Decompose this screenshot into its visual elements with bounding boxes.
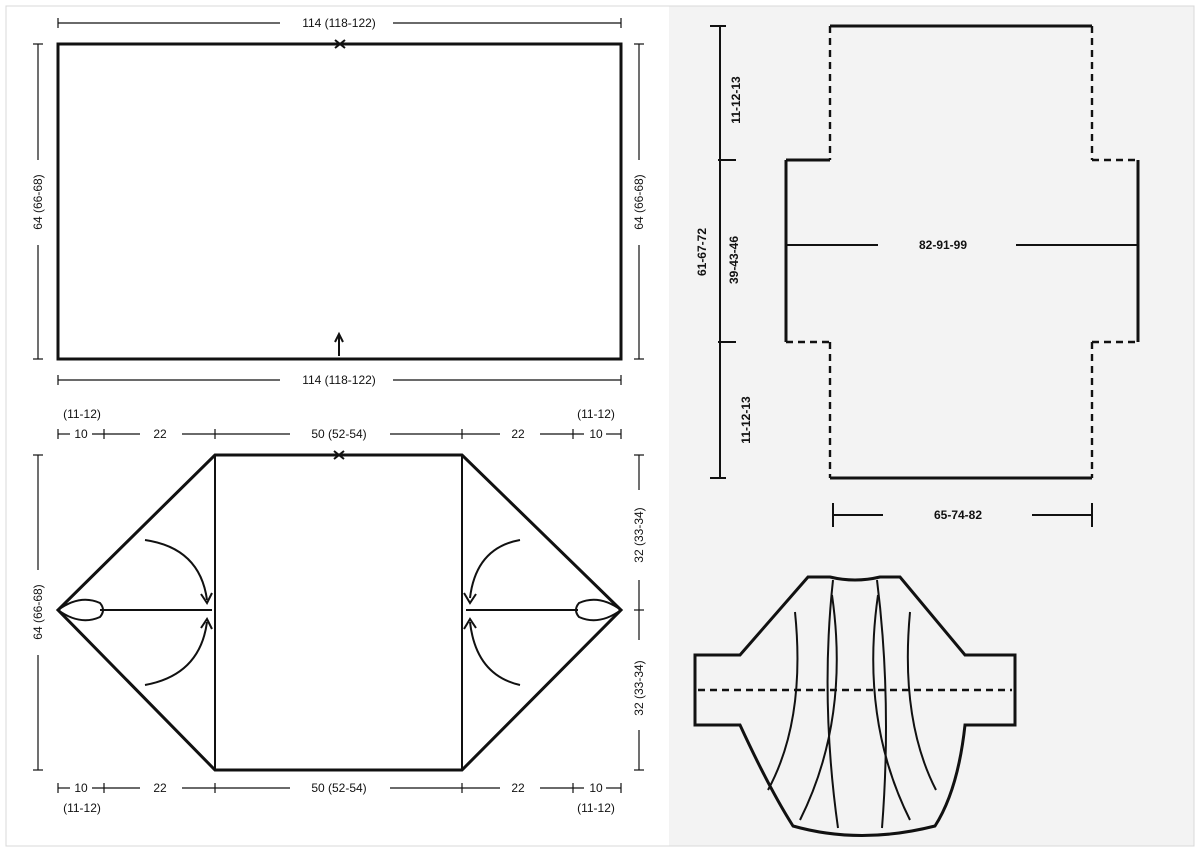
bottom-seg2-label: 22 bbox=[153, 781, 167, 795]
top-alt-right-label: (11-12) bbox=[577, 407, 615, 421]
lower-sleeve-label: 11-12-13 bbox=[739, 396, 753, 444]
right-panel-background bbox=[669, 6, 1194, 846]
top-seg3-label: 50 (52-54) bbox=[311, 427, 366, 441]
bottom-width-label-c: 65-74-82 bbox=[934, 508, 982, 522]
bottom-width-label: 114 (118-122) bbox=[302, 373, 376, 387]
hexagon-top-mark bbox=[333, 450, 345, 460]
right-upper-label: 32 (33-34) bbox=[632, 507, 646, 562]
left-height-label: 64 (66-68) bbox=[31, 174, 45, 229]
bottom-seg3-label: 50 (52-54) bbox=[311, 781, 366, 795]
bottom-seg4-label: 22 bbox=[511, 781, 525, 795]
bottom-seg1-label: 10 bbox=[74, 781, 88, 795]
panel-hexagon: (11-12) (11-12) 10 22 50 (52-54) 22 10 bbox=[31, 407, 646, 815]
curved-arrow-icon bbox=[469, 539, 521, 599]
garment-sketch bbox=[693, 575, 1017, 837]
span-width-label: 82-91-99 bbox=[919, 238, 967, 252]
panel-rectangle: 114 (118-122) 114 (118-122) 64 (66-68) 6… bbox=[31, 16, 646, 387]
right-height-label: 64 (66-68) bbox=[632, 174, 646, 229]
total-height-label: 61-67-72 bbox=[695, 228, 709, 276]
top-seg4-label: 22 bbox=[511, 427, 525, 441]
bottom-alt-left-label: (11-12) bbox=[63, 801, 101, 815]
curved-arrow-icon bbox=[469, 621, 521, 686]
curved-arrow-icon bbox=[144, 621, 208, 686]
right-lower-label: 32 (33-34) bbox=[632, 660, 646, 715]
bottom-arrow-icon bbox=[334, 331, 344, 356]
panel-cross: 82-91-99 61-67-72 11-12-13 39-43-46 11-1… bbox=[695, 24, 1140, 527]
top-center-mark bbox=[334, 39, 346, 49]
hex-left-height-label: 64 (66-68) bbox=[31, 584, 45, 639]
bottom-alt-right-label: (11-12) bbox=[577, 801, 615, 815]
top-seg1-label: 10 bbox=[74, 427, 88, 441]
top-seg2-label: 22 bbox=[153, 427, 167, 441]
middle-height-label: 39-43-46 bbox=[727, 236, 741, 284]
top-seg5-label: 10 bbox=[589, 427, 603, 441]
top-width-label: 114 (118-122) bbox=[302, 16, 376, 30]
bottom-seg5-label: 10 bbox=[589, 781, 603, 795]
left-lens-shape bbox=[56, 598, 104, 622]
right-lens-shape bbox=[575, 598, 623, 622]
curved-arrow-icon bbox=[144, 539, 208, 601]
top-alt-left-label: (11-12) bbox=[63, 407, 101, 421]
garment-outline bbox=[693, 575, 1017, 837]
upper-sleeve-label: 11-12-13 bbox=[729, 76, 743, 124]
